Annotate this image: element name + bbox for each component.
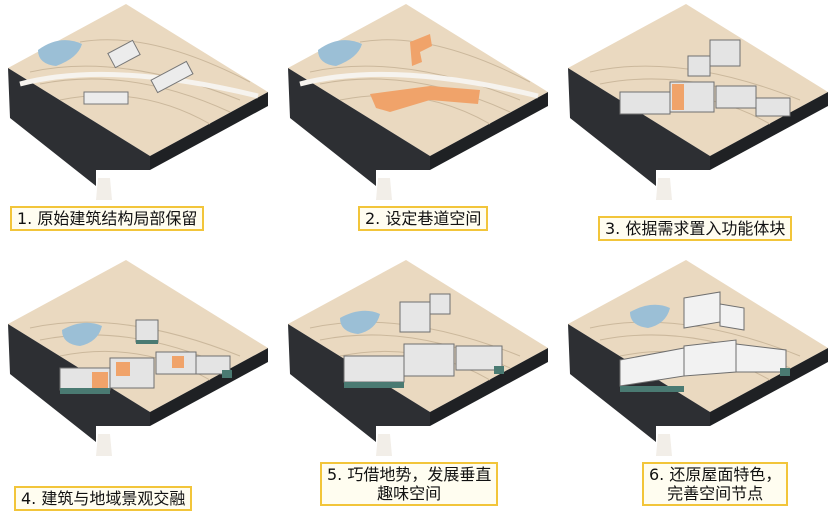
- caption-6: 6. 还原屋面特色， 完善空间节点: [642, 462, 789, 506]
- pond: [62, 322, 102, 346]
- site-model-2: [288, 4, 548, 200]
- pond: [630, 304, 670, 328]
- caption-5: 5. 巧借地势，发展垂直 趣味空间: [320, 462, 499, 506]
- highlight-blocks: [92, 356, 184, 388]
- building-blocks: [343, 293, 503, 383]
- pond: [38, 40, 82, 66]
- site-model-3: [568, 4, 828, 200]
- pond: [318, 40, 362, 66]
- roof-volumes: [619, 291, 787, 387]
- site-model-1: [8, 4, 268, 200]
- landscape-glass: [60, 340, 232, 394]
- diagram-panel-5: 5. 巧借地势，发展垂直 趣味空间: [280, 256, 560, 512]
- contour-lines: [29, 39, 251, 125]
- caption-4: 4. 建筑与地域景观交融: [14, 486, 193, 511]
- site-model-6: [568, 260, 828, 456]
- diagram-panel-1: 1. 原始建筑结构局部保留: [0, 0, 280, 256]
- site-model-4: [8, 260, 268, 456]
- landscape-glass: [344, 366, 504, 388]
- diagram-panel-6: 6. 还原屋面特色， 完善空间节点: [560, 256, 840, 512]
- road: [96, 178, 112, 200]
- caption-1: 1. 原始建筑结构局部保留: [10, 206, 205, 231]
- caption-3: 3. 依据需求置入功能体块: [598, 216, 793, 241]
- road: [19, 71, 259, 99]
- lane-space: [370, 86, 480, 112]
- diagram-panel-2: 2. 设定巷道空间: [280, 0, 560, 256]
- diagram-panel-4: 4. 建筑与地域景观交融: [0, 256, 280, 512]
- landscape-glass: [620, 368, 790, 392]
- model-base: [8, 68, 150, 186]
- lane-space: [410, 34, 432, 66]
- building: [83, 91, 129, 105]
- building: [150, 60, 194, 94]
- caption-2: 2. 设定巷道空间: [358, 206, 489, 231]
- building: [107, 39, 141, 69]
- site-model-5: [288, 260, 548, 456]
- diagram-panel-3: 3. 依据需求置入功能体块: [560, 0, 840, 256]
- pond: [340, 310, 380, 334]
